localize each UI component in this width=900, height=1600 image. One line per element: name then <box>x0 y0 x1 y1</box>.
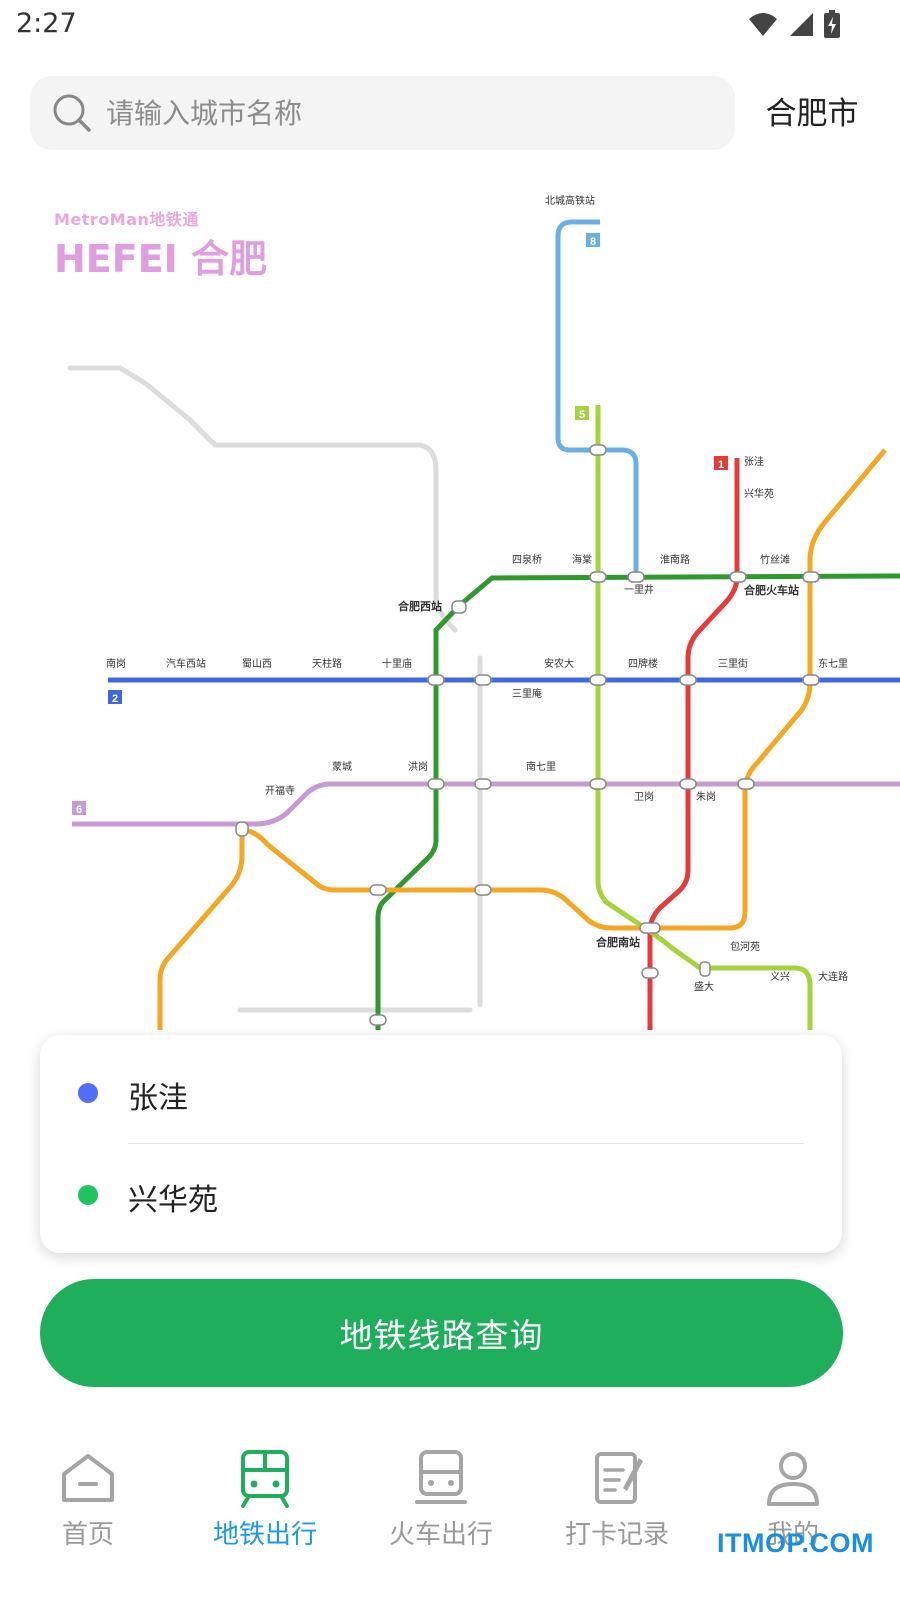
status-icons <box>748 10 840 38</box>
line-6-badge: 6 <box>76 804 82 816</box>
nav-mine[interactable]: 我的 <box>713 1440 873 1550</box>
nav-mine-label: 我的 <box>766 1520 819 1550</box>
line-8-badge: 8 <box>590 236 596 248</box>
nav-train[interactable]: 火车出行 <box>361 1440 521 1550</box>
nav-home-label: 首页 <box>61 1520 114 1550</box>
city-search-input[interactable] <box>106 86 706 140</box>
station-hongguang: 洪岗 <box>408 761 428 773</box>
metro-map[interactable]: 8 5 1 2 6 北城高铁站 合肥西站 合肥火车站 合肥南站 张洼 兴华苑 南… <box>0 180 900 1280</box>
line-2-badge: 2 <box>112 693 118 705</box>
destination-dot <box>78 1185 98 1205</box>
station-beicheng-hsr: 北城高铁站 <box>545 194 595 207</box>
metro-route-query-button[interactable]: 地铁线路查询 <box>40 1279 843 1387</box>
station-nangang: 南岗 <box>106 657 126 670</box>
bottom-nav: 首页 地铁出行 火车出行 打卡记录 <box>0 1440 900 1600</box>
station-qichexizhan: 汽车西站 <box>166 657 206 670</box>
station-nanqili: 南七里 <box>526 760 556 773</box>
wifi-icon <box>749 13 777 36</box>
line-5-badge: 5 <box>579 409 585 421</box>
search-box[interactable] <box>30 76 735 150</box>
battery-charging-icon <box>824 10 840 38</box>
station-sipailou: 四牌楼 <box>628 657 658 670</box>
home-icon <box>62 1454 114 1502</box>
route-station-card: 张洼 兴华苑 <box>40 1035 842 1253</box>
metro-icon <box>241 1450 289 1508</box>
station-shushanshan: 蜀山西 <box>242 658 272 670</box>
station-zhugang: 朱岗 <box>696 791 716 803</box>
line-5 <box>595 405 813 1030</box>
station-zhusitan: 竹丝滩 <box>760 553 790 566</box>
line-1-badge: 1 <box>718 459 724 471</box>
nav-metro-label: 地铁出行 <box>212 1520 317 1550</box>
station-yilijing: 一里井 <box>624 583 654 596</box>
current-city-button[interactable]: 合肥市 <box>752 86 872 142</box>
line-4 <box>157 830 245 1030</box>
map-brand: MetroMan地铁通 HEFEI 合肥 <box>54 206 267 283</box>
watermark: ITMOP.COM <box>716 1528 874 1558</box>
checkin-record-icon <box>595 1452 643 1504</box>
station-huainanlu: 淮南路 <box>660 553 690 566</box>
line-8 <box>555 219 600 453</box>
line-1 <box>647 458 740 1030</box>
station-divider <box>128 1143 804 1144</box>
station-anongda: 安农大 <box>544 657 574 670</box>
station-siquanqiao: 四泉桥 <box>512 553 542 566</box>
map-brand-title: HEFEI 合肥 <box>54 237 268 281</box>
origin-station-row[interactable]: 张洼 <box>40 1043 842 1143</box>
map-brand-small: MetroMan地铁通 <box>54 210 199 229</box>
station-shililiao: 十里庙 <box>382 657 412 670</box>
nav-train-label: 火车出行 <box>388 1520 493 1550</box>
line-3 <box>458 573 900 607</box>
signal-icon <box>790 13 813 36</box>
user-icon <box>767 1452 819 1506</box>
nav-home[interactable]: 首页 <box>8 1440 168 1550</box>
station-tianzhulu: 天柱路 <box>312 657 342 670</box>
status-bar: 2:27 <box>0 0 900 50</box>
nav-metro[interactable]: 地铁出行 <box>185 1440 345 1550</box>
station-baoheyuan: 包河苑 <box>730 940 760 953</box>
line-6 <box>72 781 900 827</box>
destination-station-row[interactable]: 兴华苑 <box>40 1145 842 1245</box>
destination-station-name: 兴华苑 <box>128 1183 218 1218</box>
station-shengda: 盛大 <box>694 980 714 993</box>
station-xinghuayuan: 兴华苑 <box>744 487 774 500</box>
station-dalianlu: 大连路 <box>818 970 848 983</box>
train-icon <box>415 1450 467 1504</box>
nav-checkin-label: 打卡记录 <box>564 1520 669 1550</box>
station-sanliwan: 三里庵 <box>512 687 542 700</box>
station-dongqili: 东七里 <box>818 657 848 670</box>
station-yixing: 义兴 <box>770 971 790 983</box>
search-icon <box>53 94 91 132</box>
metro-map-svg: 8 5 1 2 6 北城高铁站 合肥西站 合肥火车站 合肥南站 张洼 兴华苑 南… <box>67 194 900 1030</box>
origin-station-name: 张洼 <box>128 1081 188 1116</box>
status-time: 2:27 <box>16 8 77 39</box>
station-mengcheng: 蒙城 <box>332 760 352 773</box>
station-zhangwa: 张洼 <box>744 455 764 468</box>
station-hefei-west: 合肥西站 <box>398 599 442 613</box>
station-kaifusi: 开福寺 <box>265 784 295 797</box>
station-hefei-south: 合肥南站 <box>596 935 640 949</box>
origin-dot <box>78 1083 98 1103</box>
nav-checkin[interactable]: 打卡记录 <box>537 1440 697 1550</box>
station-sanlijie: 三里街 <box>718 657 748 670</box>
station-haitang: 海棠 <box>572 553 592 566</box>
station-hefei-railway: 合肥火车站 <box>744 583 799 597</box>
station-weigang: 卫岗 <box>634 791 654 803</box>
